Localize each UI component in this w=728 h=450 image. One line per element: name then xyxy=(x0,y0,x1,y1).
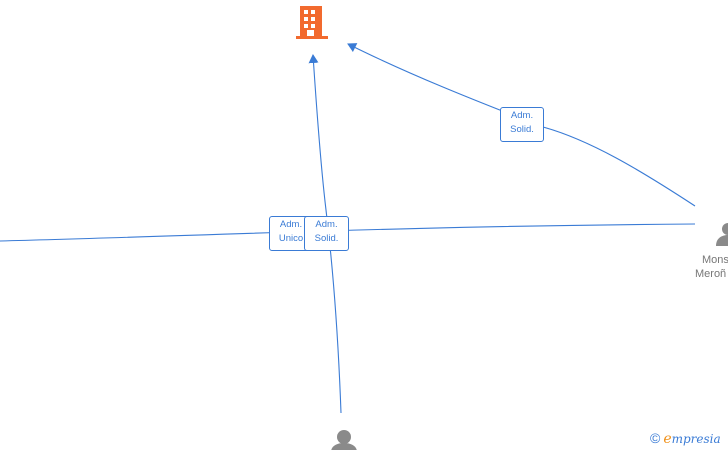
person-icon[interactable] xyxy=(331,430,357,450)
person-right-name[interactable]: Mons xyxy=(702,253,728,267)
edge-label-line1: Adm. xyxy=(510,110,534,121)
edge-label-line2: Solid. xyxy=(314,233,339,244)
brand-name: mpresia xyxy=(671,432,721,446)
edge-label-line2: Unico xyxy=(278,233,304,244)
edge-label-right-to-company: Adm. Solid. xyxy=(500,107,544,142)
edge-label-line1: Adm. xyxy=(315,219,338,230)
person-right-name-line2: Meroñ xyxy=(695,268,727,280)
edge-bottom-to-company xyxy=(308,54,342,414)
edge-label-line1: Adm. xyxy=(279,219,303,230)
building-icon[interactable] xyxy=(296,6,328,39)
person-icon[interactable] xyxy=(716,223,728,246)
brand-watermark: ©empresia xyxy=(650,430,721,447)
brand-e: e xyxy=(663,431,672,447)
edge-label-line2: Solid. xyxy=(510,124,534,135)
edge-label-left-to-right-person: Adm. Unico xyxy=(269,216,313,251)
person-right-name-line1: Mons xyxy=(702,254,728,266)
edge-label-bottom-to-company: Adm. Solid. xyxy=(304,216,349,251)
person-right-surname[interactable]: Meroñ xyxy=(695,267,726,281)
copyright-symbol: © xyxy=(650,430,661,446)
